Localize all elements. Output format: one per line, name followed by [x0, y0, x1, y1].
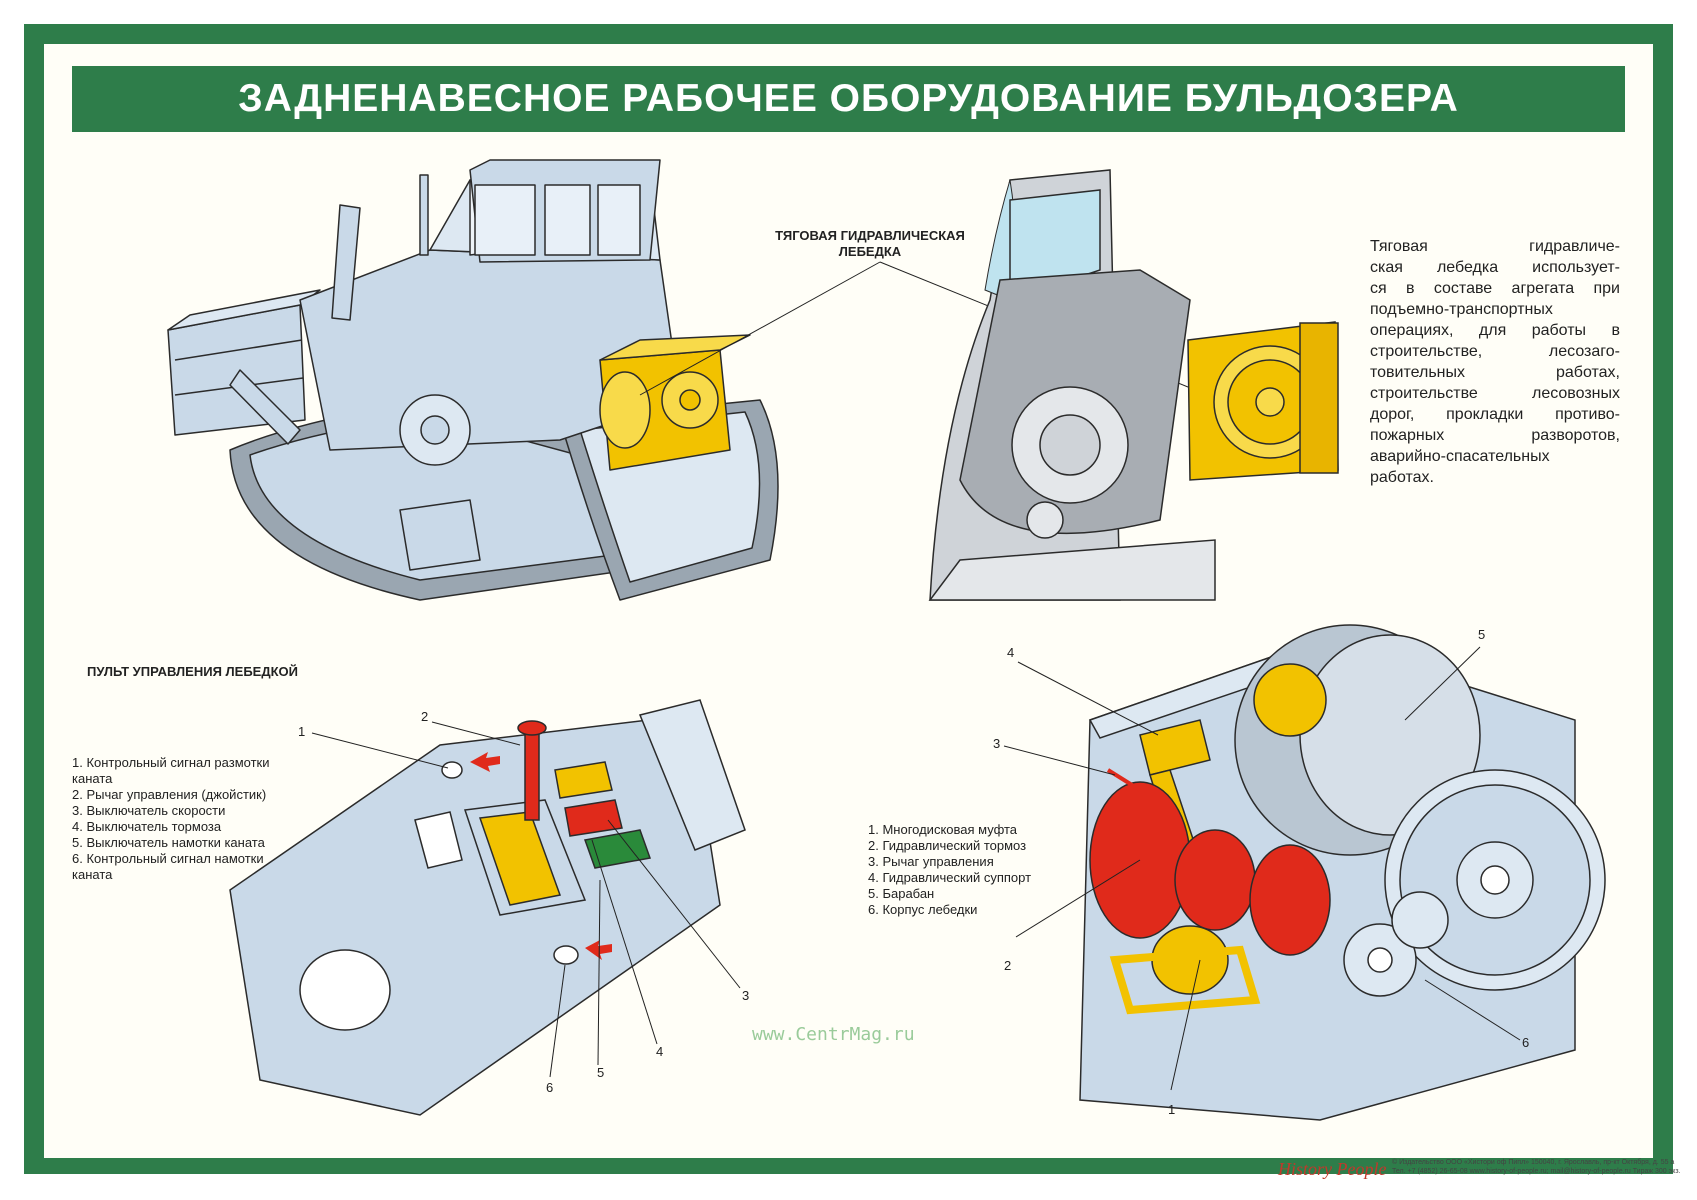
legend-item: 4. Гидравлический суппорт [868, 870, 1032, 885]
legend-item: 5. Выключатель намотки каната [72, 835, 265, 850]
winch-description: Тяговая гидравличе- ская лебедка использ… [1370, 236, 1620, 488]
winch-caption-line-2: ЛЕБЕДКА [838, 244, 902, 259]
description-line: Тяговая гидравличе- [1370, 238, 1620, 255]
callout-number: 2 [1004, 958, 1012, 973]
callout-number: 6 [546, 1080, 554, 1095]
description-line: пожарных разворотов, [1370, 427, 1620, 444]
description-line: ская лебедка использует- [1370, 259, 1620, 276]
description-line: работах. [1370, 469, 1434, 486]
legend-item: 1. Контрольный сигнал размотки [72, 755, 270, 770]
description-line: операциях, для работы в [1370, 322, 1620, 339]
publisher-info: © Издательство ООО «Хистори оф Пипл» 150… [1392, 1158, 1682, 1176]
description-line: дорог, прокладки противо- [1370, 406, 1620, 423]
legend-item: 6. Контрольный сигнал намотки [72, 851, 264, 866]
callout-number: 1 [1168, 1102, 1176, 1117]
description-line: аварийно-спасательных [1370, 448, 1550, 465]
callout-number: 4 [1007, 645, 1015, 660]
publisher-logo: History People [1278, 1159, 1387, 1179]
winch-cutaway-illustration [1079, 624, 1606, 1121]
winch-caption: ТЯГОВАЯ ГИДРАВЛИЧЕСКАЯ ЛЕБЕДКА [740, 228, 1000, 260]
watermark: www.CentrMag.ru [752, 1024, 915, 1045]
winch-cutaway-callout-lines [1003, 646, 1521, 1091]
legend-item: 5. Барабан [868, 886, 935, 901]
callout-number: 3 [742, 988, 750, 1003]
winch-parts-legend: 1. Многодисковая муфта 2. Гидравлический… [868, 822, 1031, 918]
control-panel-legend: 1. Контрольный сигнал размотки каната 2.… [72, 755, 270, 883]
description-line: ся в составе агрегата при [1370, 280, 1620, 297]
control-panel-illustration [229, 699, 746, 1116]
legend-item: 1. Многодисковая муфта [868, 822, 1018, 837]
title-bar: ЗАДНЕНАВЕСНОЕ РАБОЧЕЕ ОБОРУДОВАНИЕ БУЛЬД… [72, 66, 1625, 132]
winch-caption-line-1: ТЯГОВАЯ ГИДРАВЛИЧЕСКАЯ [775, 228, 965, 243]
legend-item: 3. Рычаг управления [868, 854, 994, 869]
callout-number: 5 [1478, 627, 1486, 642]
legend-item: каната [72, 867, 113, 882]
description-line: строительстве, лесозаго- [1370, 343, 1620, 360]
legend-item: 2. Гидравлический тормоз [868, 838, 1027, 853]
legend-item: 6. Корпус лебедки [868, 902, 978, 917]
callout-number: 4 [656, 1044, 664, 1059]
publisher-line: © Издательство ООО «Хистори оф Пипл» 150… [1392, 1159, 1675, 1166]
legend-item: каната [72, 771, 113, 786]
winch-side-view [928, 169, 1339, 601]
callout-number: 3 [993, 736, 1001, 751]
description-line: подъемно-транспортных [1370, 301, 1553, 318]
callout-number: 2 [421, 709, 429, 724]
callout-number: 6 [1522, 1035, 1530, 1050]
legend-item: 3. Выключатель скорости [72, 803, 226, 818]
callout-number: 5 [597, 1065, 605, 1080]
bulldozer-illustration [167, 159, 779, 601]
legend-item: 2. Рычаг управления (джойстик) [72, 787, 267, 802]
control-panel-heading: ПУЛЬТ УПРАВЛЕНИЯ ЛЕБЕДКОЙ [87, 664, 298, 679]
legend-item: 4. Выключатель тормоза [72, 819, 222, 834]
description-line: товительных работах, [1370, 364, 1620, 381]
description-line: строительстве лесовозных [1370, 385, 1620, 402]
control-panel-callout-lines [311, 721, 741, 1078]
publisher-contacts: Тел. +7 (4852) 26-65-08 www.history-of-p… [1392, 1168, 1681, 1175]
page-title: ЗАДНЕНАВЕСНОЕ РАБОЧЕЕ ОБОРУДОВАНИЕ БУЛЬД… [238, 77, 1459, 120]
callout-number: 1 [298, 724, 306, 739]
